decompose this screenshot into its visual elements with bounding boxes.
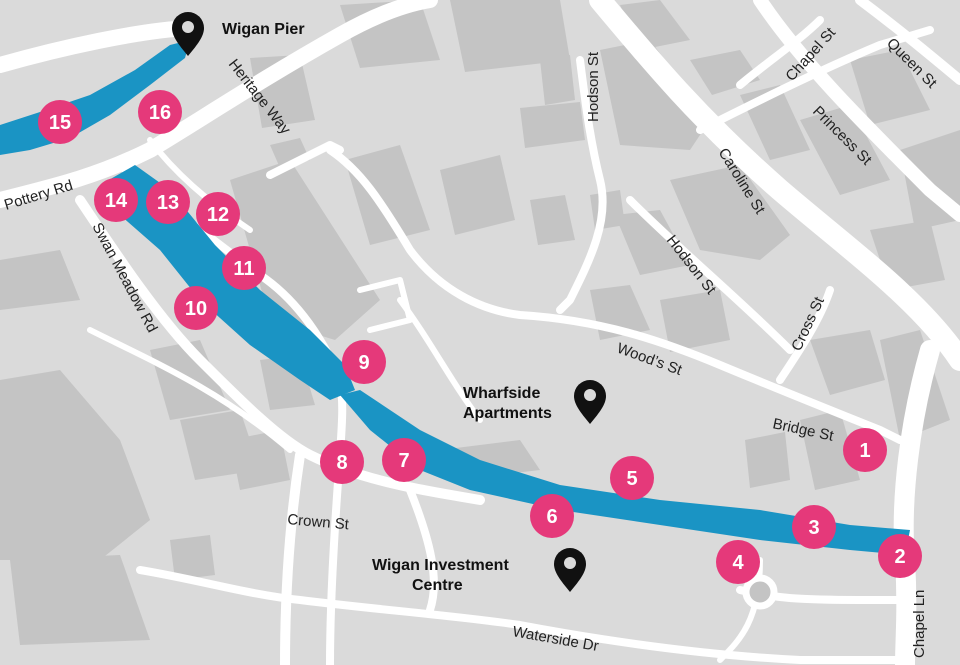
street-crown-st: Crown St bbox=[287, 511, 351, 533]
marker-1[interactable]: 1 bbox=[843, 428, 887, 472]
marker-number: 16 bbox=[149, 102, 171, 124]
marker-number: 4 bbox=[732, 552, 744, 574]
marker-10[interactable]: 10 bbox=[174, 286, 218, 330]
marker-number: 8 bbox=[336, 452, 347, 474]
map-pin-icon bbox=[574, 380, 606, 424]
marker-13[interactable]: 13 bbox=[146, 180, 190, 224]
marker-number: 7 bbox=[398, 450, 409, 472]
marker-number: 6 bbox=[546, 506, 557, 528]
poi-label-wharfside-2: Apartments bbox=[463, 405, 552, 422]
marker-circle bbox=[196, 192, 240, 236]
marker-3[interactable]: 3 bbox=[792, 505, 836, 549]
pin-wharfside-apartments[interactable] bbox=[574, 380, 606, 424]
pin-wigan-pier[interactable] bbox=[172, 12, 204, 56]
marker-number: 12 bbox=[207, 204, 229, 226]
marker-5[interactable]: 5 bbox=[610, 456, 654, 500]
marker-number: 9 bbox=[358, 352, 369, 374]
marker-number: 14 bbox=[105, 190, 128, 212]
marker-7[interactable]: 7 bbox=[382, 438, 426, 482]
map-pin-hole bbox=[584, 389, 596, 401]
marker-number: 2 bbox=[894, 546, 905, 568]
marker-14[interactable]: 14 bbox=[94, 178, 138, 222]
marker-9[interactable]: 9 bbox=[342, 340, 386, 384]
poi-label-wharfside-1: Wharfside bbox=[463, 385, 540, 402]
marker-15[interactable]: 15 bbox=[38, 100, 82, 144]
poi-label-investment-2: Centre bbox=[412, 577, 463, 594]
marker-circle bbox=[94, 178, 138, 222]
marker-circle bbox=[382, 438, 426, 482]
marker-12[interactable]: 12 bbox=[196, 192, 240, 236]
pin-wigan-investment-centre[interactable] bbox=[554, 548, 586, 592]
marker-number: 5 bbox=[626, 468, 637, 490]
marker-number: 11 bbox=[233, 258, 254, 280]
marker-circle bbox=[843, 428, 887, 472]
marker-circle bbox=[146, 180, 190, 224]
marker-number: 3 bbox=[808, 517, 819, 539]
marker-circle bbox=[222, 246, 266, 290]
marker-2[interactable]: 2 bbox=[878, 534, 922, 578]
marker-circle bbox=[320, 440, 364, 484]
marker-circle bbox=[38, 100, 82, 144]
map-pin-hole bbox=[182, 21, 194, 33]
marker-number: 13 bbox=[157, 192, 179, 214]
marker-number: 15 bbox=[49, 112, 71, 134]
street-chapel-ln: Chapel Ln bbox=[911, 590, 928, 658]
marker-circle bbox=[174, 286, 218, 330]
poi-label-wigan-pier: Wigan Pier bbox=[222, 21, 305, 38]
map-pin-icon bbox=[554, 548, 586, 592]
marker-number: 10 bbox=[185, 298, 207, 320]
marker-circle bbox=[342, 340, 386, 384]
marker-11[interactable]: 11 bbox=[222, 246, 266, 290]
marker-circle bbox=[138, 90, 182, 134]
marker-8[interactable]: 8 bbox=[320, 440, 364, 484]
poi-label-investment-1: Wigan Investment bbox=[372, 557, 509, 574]
marker-4[interactable]: 4 bbox=[716, 540, 760, 584]
street-hodson-st-top: Hodson St bbox=[585, 51, 602, 122]
marker-circle bbox=[878, 534, 922, 578]
map-pin-hole bbox=[564, 557, 576, 569]
marker-circle bbox=[792, 505, 836, 549]
map-pin-icon bbox=[172, 12, 204, 56]
marker-16[interactable]: 16 bbox=[138, 90, 182, 134]
marker-circle bbox=[530, 494, 574, 538]
marker-6[interactable]: 6 bbox=[530, 494, 574, 538]
marker-number: 1 bbox=[859, 440, 870, 462]
roundabout bbox=[742, 574, 778, 610]
marker-circle bbox=[610, 456, 654, 500]
marker-circle bbox=[716, 540, 760, 584]
